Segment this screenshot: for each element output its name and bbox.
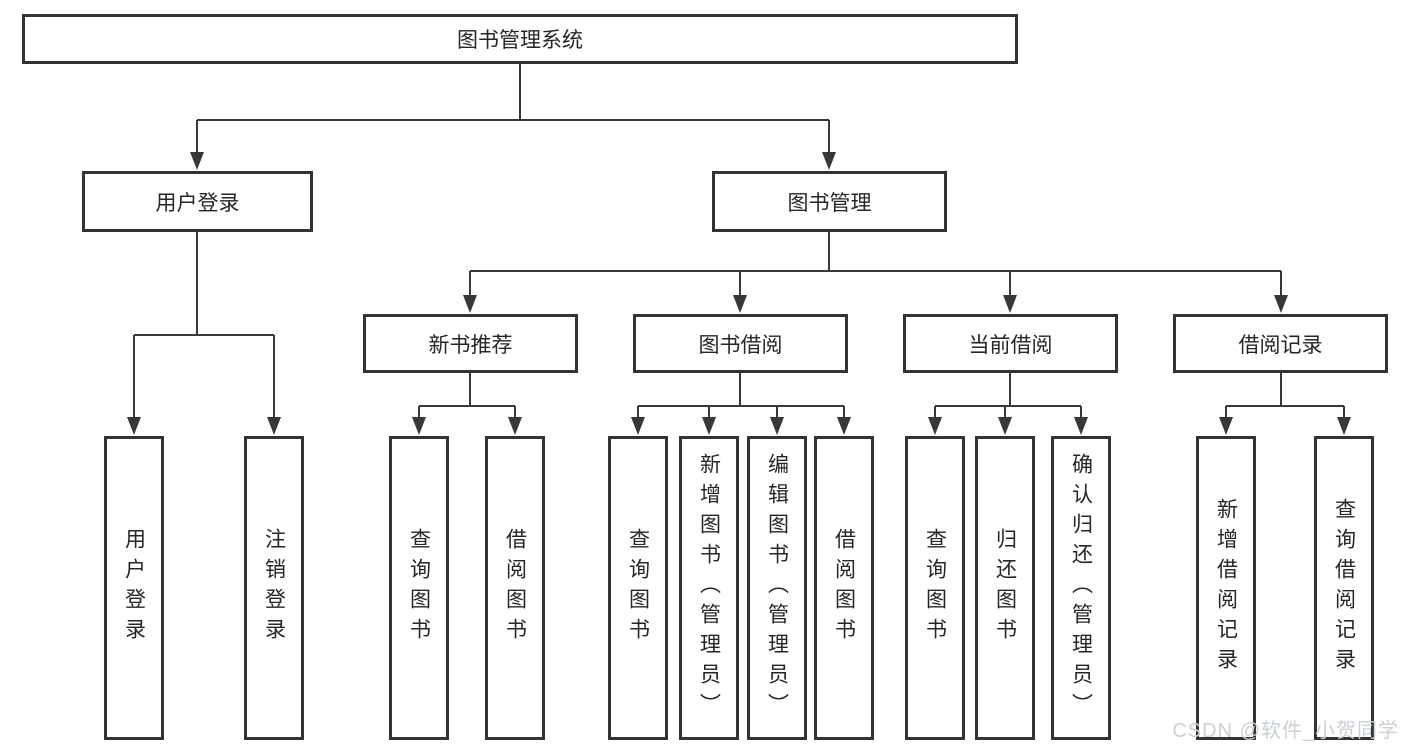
node-user-login: 用户登录 — [82, 171, 313, 232]
node-current-borrow: 当前借阅 — [903, 314, 1118, 373]
leaf-return-books-label: 归还图书 — [993, 528, 1017, 648]
leaf-query-books-borrow: 查询图书 — [608, 436, 668, 740]
leaf-edit-books-admin-label: 编辑图书（管理员） — [765, 453, 789, 723]
node-book-borrow: 图书借阅 — [633, 314, 848, 373]
leaf-query-books-recommend: 查询图书 — [389, 436, 449, 740]
leaf-borrow-books-label: 借阅图书 — [832, 528, 856, 648]
node-root: 图书管理系统 — [22, 14, 1018, 64]
leaf-add-books-admin-label: 新增图书（管理员） — [697, 453, 721, 723]
leaf-logout: 注销登录 — [244, 436, 304, 740]
leaf-query-books-current-label: 查询图书 — [923, 528, 947, 648]
node-new-book-recommend-label: 新书推荐 — [428, 333, 513, 357]
node-borrow-records: 借阅记录 — [1173, 314, 1388, 373]
leaf-borrow-books-recommend: 借阅图书 — [485, 436, 545, 740]
leaf-edit-books-admin: 编辑图书（管理员） — [747, 436, 807, 740]
node-new-book-recommend: 新书推荐 — [363, 314, 578, 373]
leaf-query-borrow-record: 查询借阅记录 — [1314, 436, 1374, 740]
node-root-label: 图书管理系统 — [457, 29, 583, 52]
leaf-add-books-admin: 新增图书（管理员） — [679, 436, 739, 740]
node-borrow-records-label: 借阅记录 — [1238, 333, 1323, 357]
leaf-user-login-label: 用户登录 — [122, 528, 146, 648]
leaf-add-borrow-record: 新增借阅记录 — [1196, 436, 1256, 740]
leaf-add-borrow-record-label: 新增借阅记录 — [1214, 498, 1238, 678]
node-user-login-label: 用户登录 — [155, 191, 240, 215]
node-book-borrow-label: 图书借阅 — [698, 333, 783, 357]
leaf-query-books-current: 查询图书 — [905, 436, 965, 740]
watermark: CSDN @软件_小贺同学 — [1172, 720, 1399, 742]
leaf-return-books: 归还图书 — [975, 436, 1035, 740]
leaf-query-borrow-record-label: 查询借阅记录 — [1332, 498, 1356, 678]
leaf-query-books-recommend-label: 查询图书 — [407, 528, 431, 648]
node-book-management: 图书管理 — [712, 171, 947, 232]
node-book-management-label: 图书管理 — [787, 191, 872, 215]
node-current-borrow-label: 当前借阅 — [968, 333, 1053, 357]
leaf-borrow-books-recommend-label: 借阅图书 — [503, 528, 527, 648]
leaf-user-login: 用户登录 — [104, 436, 164, 740]
leaf-logout-label: 注销登录 — [262, 528, 286, 648]
leaf-borrow-books: 借阅图书 — [814, 436, 874, 740]
leaf-confirm-return-admin-label: 确认归还（管理员） — [1069, 453, 1093, 723]
leaf-query-books-borrow-label: 查询图书 — [626, 528, 650, 648]
leaf-confirm-return-admin: 确认归还（管理员） — [1051, 436, 1111, 740]
